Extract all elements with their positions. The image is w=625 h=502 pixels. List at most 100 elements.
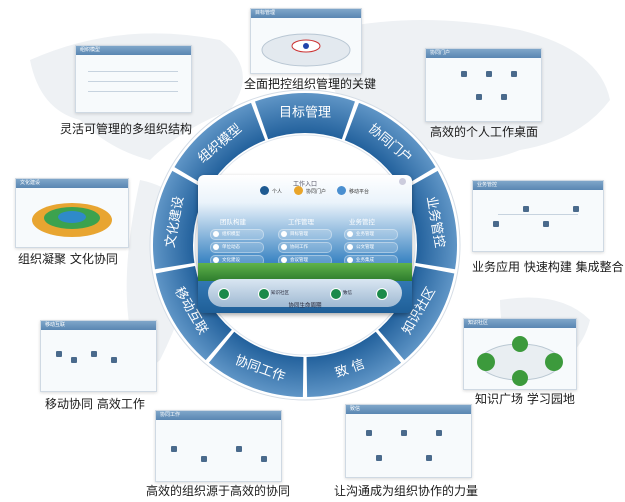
menu-item-icon [347,244,353,250]
message-icon[interactable] [330,288,342,300]
ring-segment[interactable] [208,331,304,397]
menu-item[interactable]: 组织模型 [210,229,264,240]
ring-segment[interactable] [255,93,355,140]
photo-icon [111,357,117,363]
dock-title: 协同生命周期 [288,303,322,309]
thumbnail-title: 协同门户 [426,49,541,58]
menu-item[interactable]: 协同工作 [278,242,332,253]
portal-icon[interactable] [294,186,303,195]
person-icon [401,430,407,436]
caption-business: 业务应用 快速构建 集成整合 [472,260,624,274]
mobile-icon[interactable] [337,186,346,195]
column-title: 工作管理 [288,218,314,226]
caption-portal: 高效的个人工作桌面 [430,125,539,139]
connector-line [88,71,178,72]
thumbnail-title: 组织模型 [76,46,191,55]
menu-item-icon [347,257,353,263]
thumbnail-mobile: 移动互联 [40,320,157,392]
person-icon [261,456,267,462]
menu-item[interactable]: 业务管理 [344,229,398,240]
ring-segment[interactable] [402,170,457,270]
thumbnail-collaboration: 协同工作 [155,410,282,482]
person-icon [201,456,207,462]
thumbnail-title: 业务管控 [473,181,603,190]
caption-org-model: 灵活可管理的多组织结构 [60,122,193,136]
person-icon [171,446,177,452]
thumbnail-message: 致信 [345,404,472,478]
ring-label: 目标管理 [279,106,331,121]
thumbnail-knowledge: 知识社区 [463,318,577,390]
thumbnail-title: 致信 [346,405,471,414]
person-icon[interactable] [260,186,269,195]
person-icon [376,455,382,461]
connector-line [498,214,578,215]
close-icon[interactable] [399,178,406,185]
caption-collaboration: 高效的组织源于高效的协同 [146,484,291,498]
person-icon [501,94,507,100]
photo-icon [91,351,97,357]
person-icon [573,206,579,212]
caption-goal-management: 全面把控组织管理的关键 [244,77,377,91]
menu-item-icon [281,257,287,263]
menu-item-icon [213,257,219,263]
knowledge-wheel-icon [477,336,563,386]
person-icon [426,455,432,461]
top-item-label: 协同门户 [306,189,327,195]
thumbnail-goal-management: 目标管理 [250,8,362,74]
menu-item-icon [213,244,219,250]
ring-segment[interactable] [344,102,436,188]
caption-mobile: 移动协同 高效工作 [45,397,145,411]
bottom-dock [208,279,402,307]
column-title: 业务管控 [349,218,375,226]
arrow-icon[interactable] [376,288,388,300]
person-icon [461,71,467,77]
thumbnail-business: 业务管控 [472,180,604,252]
app-window-title: 工作入口 [292,181,317,188]
dock-label: 致信 [343,291,352,296]
top-item-label: 移动平台 [349,189,370,195]
photo-icon [71,357,77,363]
person-icon [493,221,499,227]
person-icon [486,71,492,77]
caption-message: 让沟通成为组织协作的力量 [334,484,479,498]
person-icon [523,206,529,212]
thumbnail-title: 协同工作 [156,411,281,420]
ring-segment[interactable] [153,170,208,270]
person-icon [511,71,517,77]
grass-decoration [198,263,412,281]
caption-knowledge: 知识广场 学习园地 [475,392,575,406]
thumbnail-title: 知识社区 [464,319,576,328]
person-icon [476,94,482,100]
ring-segment[interactable] [174,102,266,188]
culture-wheel-icon [32,203,112,237]
connector-line [88,91,178,92]
menu-item-icon [281,231,287,237]
menu-item-icon [281,244,287,250]
column-title: 团队构建 [220,218,246,226]
central-app-window: 工作入口 个人 协同门户 移动平台 团队构建 工作管理 业务管控 组织模型 单位… [198,175,412,313]
dock-label: 知识社区 [271,291,289,296]
person-icon [366,430,372,436]
thumbnail-title: 目标管理 [251,9,361,18]
menu-item-icon [213,231,219,237]
menu-item[interactable]: 目标管理 [278,229,332,240]
thumbnail-title: 移动互联 [41,321,156,330]
connector-line [88,81,178,82]
thumbnail-portal: 协同门户 [425,48,542,122]
menu-item-icon [347,231,353,237]
menu-item[interactable]: 公文管理 [344,242,398,253]
person-icon [236,446,242,452]
thumbnail-org-model: 组织模型 [75,45,192,113]
goal-disc-icon [261,33,351,67]
ring-segment[interactable] [306,331,402,397]
photo-icon [56,351,62,357]
ring-segment[interactable] [378,265,455,361]
ring-segment[interactable] [155,265,232,361]
thumbnail-culture: 文化建设 [15,178,129,248]
knowledge-icon[interactable] [218,288,230,300]
chat-icon[interactable] [258,288,270,300]
top-item-label: 个人 [272,189,283,195]
person-icon [436,430,442,436]
thumbnail-title: 文化建设 [16,179,128,188]
menu-item[interactable]: 单位动态 [210,242,264,253]
